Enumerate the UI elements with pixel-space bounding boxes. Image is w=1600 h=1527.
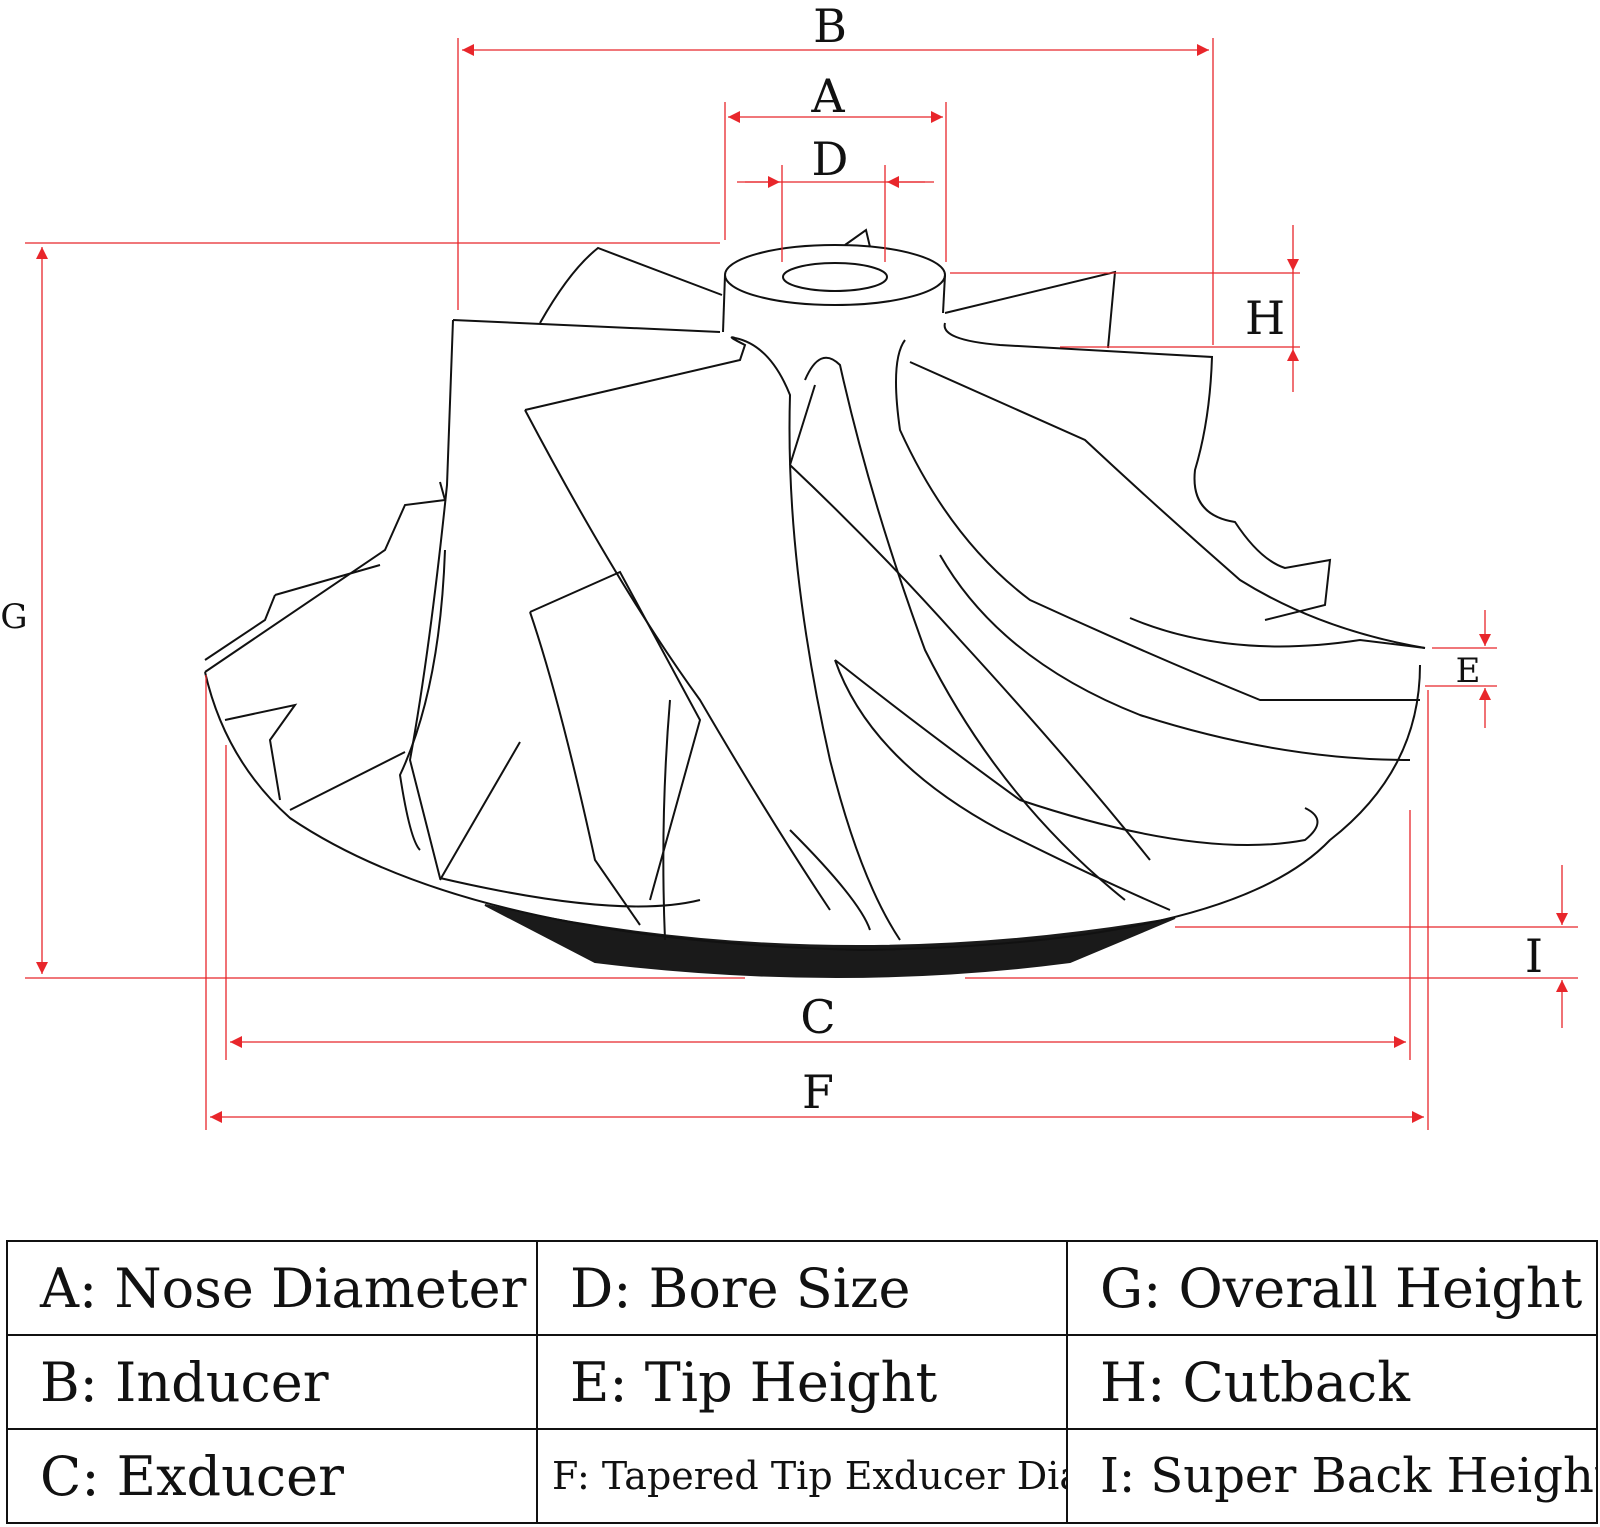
- label-c: C: [800, 990, 835, 1044]
- flow-line-1: [834, 659, 1171, 911]
- dimension-labels: B A D G H E I C F: [0, 0, 1543, 1119]
- blade-main-4: [804, 356, 1126, 901]
- blade-main-6-edge: [1129, 617, 1426, 649]
- legend-row: C: Exducer F: Tapered Tip Exducer Dia. I…: [6, 1428, 1598, 1524]
- flow-line-3: [939, 554, 1411, 761]
- legend-cell-d: D: Bore Size: [536, 1240, 1068, 1336]
- label-g: G: [0, 597, 27, 637]
- legend-cell-f: F: Tapered Tip Exducer Dia.: [536, 1428, 1068, 1524]
- flow-line-4: [662, 699, 671, 941]
- compressor-wheel-diagram: B A D G H E I C F: [0, 0, 1578, 1130]
- label-f: F: [802, 1065, 834, 1119]
- blade-top-right: [944, 270, 1117, 349]
- label-e: E: [1456, 651, 1481, 691]
- hub-top: [724, 244, 946, 306]
- blade-main-5-edge: [909, 361, 1426, 649]
- blade-main-1-inner: [398, 549, 446, 851]
- label-i: I: [1525, 929, 1543, 983]
- legend-cell-b: B: Inducer: [6, 1334, 538, 1430]
- hub-right: [942, 274, 946, 314]
- backplate-outline: [204, 664, 1421, 952]
- hub-tab: [844, 228, 871, 248]
- blade-main-4-edge: [789, 384, 1151, 861]
- blade-top-left: [539, 246, 723, 324]
- hub-left: [722, 274, 726, 333]
- blade-main-3: [529, 570, 702, 901]
- blade-main-3-inner: [529, 611, 641, 926]
- label-h: H: [1245, 291, 1285, 345]
- label-a: A: [810, 69, 845, 123]
- blade-main-2-edge: [524, 409, 831, 911]
- blade-main-5: [895, 339, 1420, 701]
- legend-cell-i: I: Super Back Height: [1066, 1428, 1598, 1524]
- blade-back-left-1: [204, 481, 447, 673]
- blade-back-left-5: [289, 751, 406, 811]
- legend-cell-e: E: Tip Height: [536, 1334, 1068, 1430]
- blade-main-6: [943, 322, 1332, 621]
- dimension-legend-table: A: Nose Diameter D: Bore Size G: Overall…: [6, 1240, 1598, 1524]
- bore-hole: [782, 262, 888, 292]
- legend-row: A: Nose Diameter D: Bore Size G: Overall…: [6, 1240, 1598, 1336]
- legend-row: B: Inducer E: Tip Height H: Cutback: [6, 1334, 1598, 1430]
- flow-line-2: [834, 659, 1319, 846]
- blade-main-1: [408, 319, 721, 908]
- back-disc: [484, 904, 1176, 978]
- legend-cell-h: H: Cutback: [1066, 1334, 1598, 1430]
- dimension-lines: [25, 38, 1578, 1130]
- label-d: D: [812, 132, 849, 186]
- legend-cell-c: C: Exducer: [6, 1428, 538, 1524]
- blade-main-2: [524, 336, 901, 941]
- blade-back-left-2: [224, 703, 298, 801]
- legend-cell-a: A: Nose Diameter: [6, 1240, 538, 1336]
- compressor-wheel: [204, 228, 1426, 978]
- blade-back-left-4: [274, 564, 381, 596]
- legend-cell-g: G: Overall Height: [1066, 1240, 1598, 1336]
- blade-main-3-lower: [439, 741, 521, 881]
- flow-line-5: [789, 829, 871, 931]
- blade-back-left-3: [204, 594, 276, 661]
- label-b: B: [813, 0, 847, 53]
